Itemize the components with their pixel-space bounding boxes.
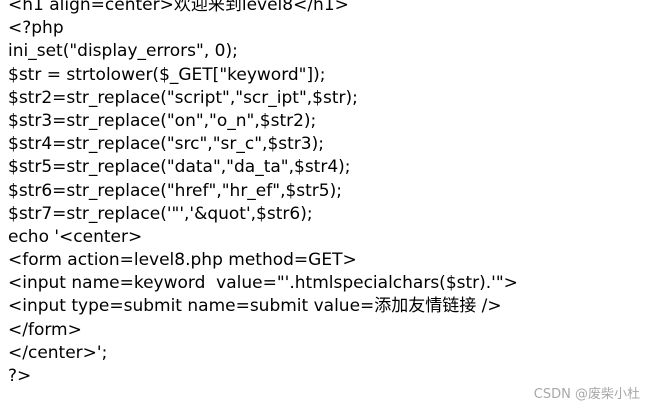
- code-line: </center>';: [8, 342, 108, 363]
- code-block: <h1 align=center>欢迎来到level8</h1> <?php i…: [8, 0, 650, 388]
- code-line: echo '<center>: [8, 226, 143, 247]
- code-line: $str5=str_replace("data","da_ta",$str4);: [8, 157, 351, 178]
- code-line: $str2=str_replace("script","scr_ipt",$st…: [8, 87, 358, 108]
- code-line: $str4=str_replace("src","sr_c",$str3);: [8, 134, 324, 155]
- code-line: $str7=str_replace('"','&quot',$str6);: [8, 203, 313, 224]
- code-line: ini_set("display_errors", 0);: [8, 41, 238, 62]
- code-line: <h1 align=center>欢迎来到level8</h1>: [8, 0, 349, 15]
- code-line: $str3=str_replace("on","o_n",$str2);: [8, 110, 317, 131]
- code-line: ?>: [8, 366, 32, 386]
- watermark-text: CSDN @废柴小杜: [533, 387, 640, 402]
- code-line: <input name=keyword value="'.htmlspecial…: [8, 273, 518, 294]
- code-line: <form action=level8.php method=GET>: [8, 250, 357, 271]
- code-line: </form>: [8, 319, 82, 340]
- code-line: <input type=submit name=submit value=添加友…: [8, 296, 502, 317]
- code-line: $str6=str_replace("href","hr_ef",$str5);: [8, 180, 342, 201]
- code-line: <?php: [8, 18, 64, 39]
- code-line: $str = strtolower($_GET["keyword"]);: [8, 64, 326, 85]
